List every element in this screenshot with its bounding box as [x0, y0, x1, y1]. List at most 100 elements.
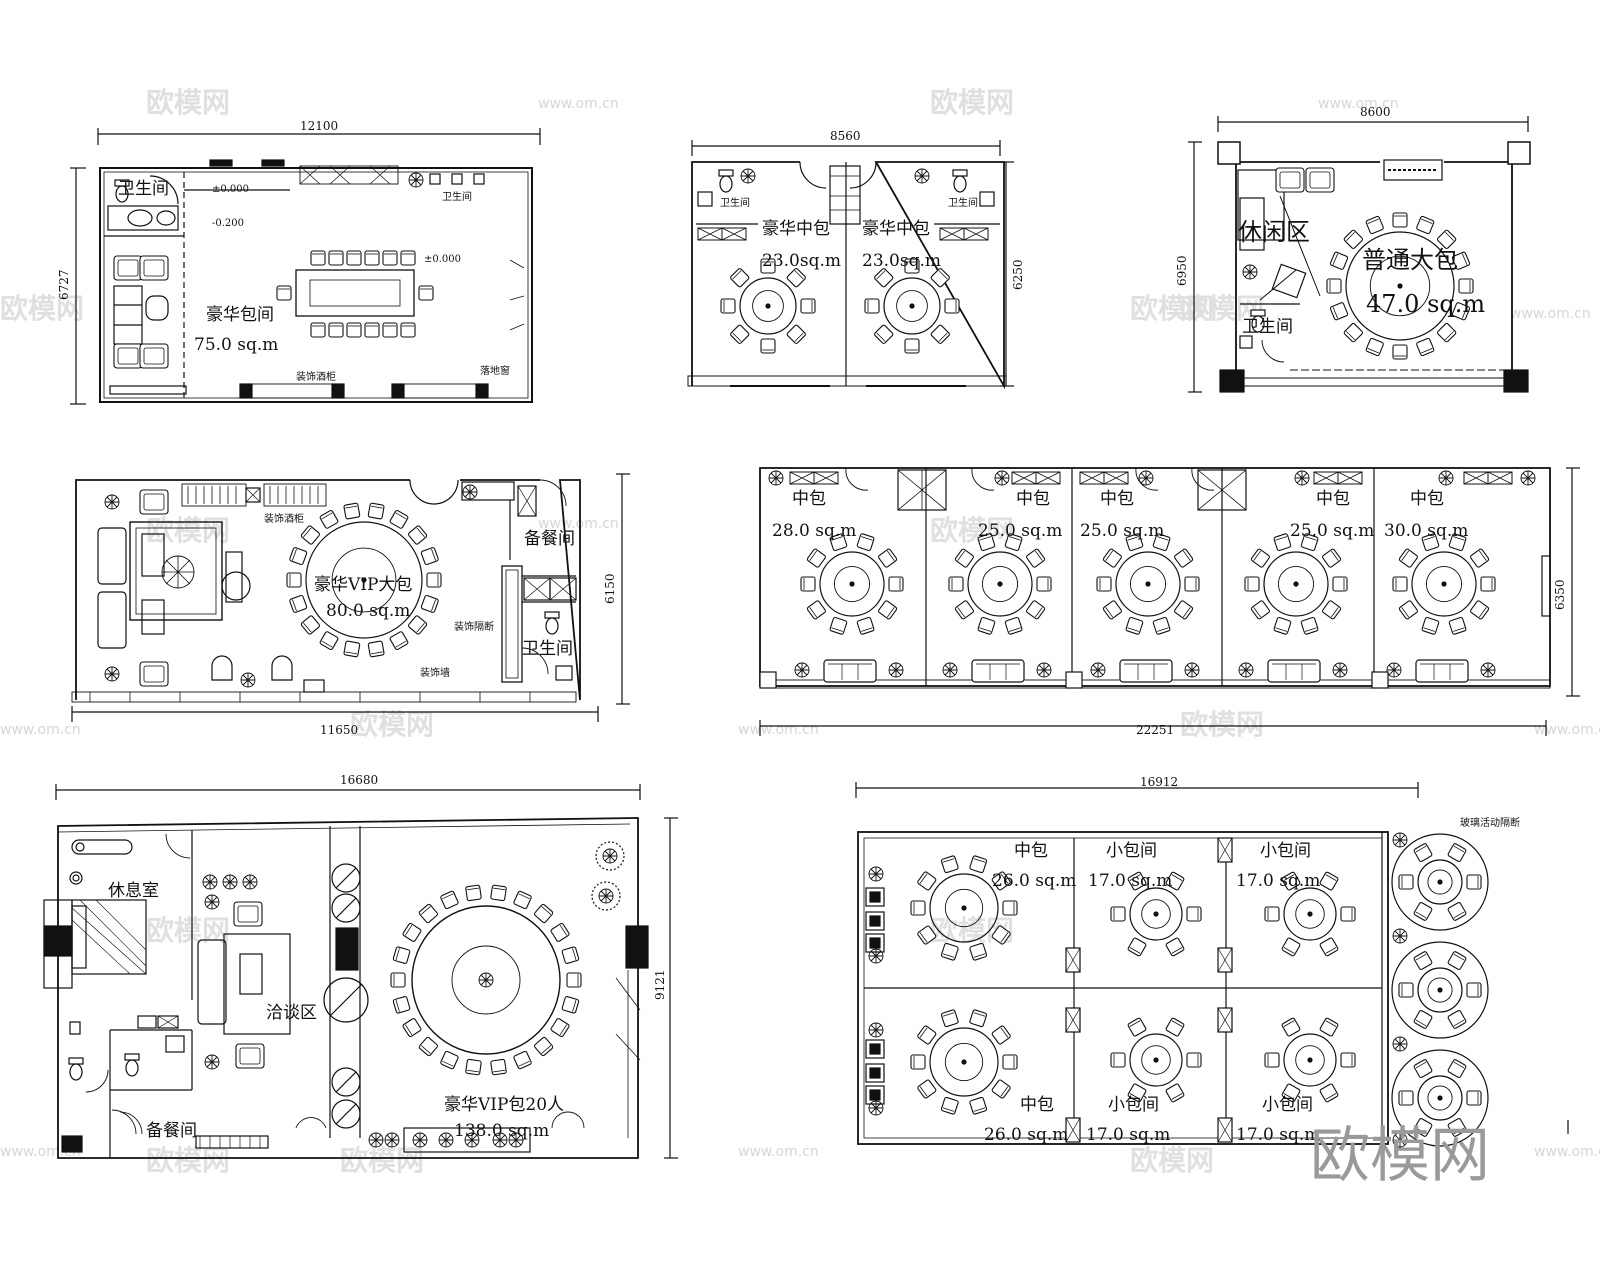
p5-dim-bottom: 22251: [1136, 723, 1174, 737]
watermark-url: www.om.cn: [1318, 96, 1399, 112]
p2-room-b-area: 23.0sq.m: [862, 251, 941, 271]
watermark-brand: 欧模网: [350, 708, 434, 741]
round-table-10: [1244, 532, 1348, 636]
p6-meeting: 洽谈区: [266, 1003, 317, 1023]
p4-restroom: 卫生间: [522, 639, 573, 659]
cabinet: [789, 471, 815, 485]
plan-regular-large-room-labels: 8600 6950 休闲区 普通大包 47.0 sq.m 卫生间: [1175, 105, 1485, 337]
p4-wall: 装饰墙: [420, 666, 450, 679]
p2-dim-top: 8560: [830, 129, 861, 143]
watermark-brand: 欧模网: [146, 514, 230, 547]
plan-two-medium-rooms: [687, 140, 1014, 390]
dining-chair: [400, 322, 416, 338]
p2-room-a-area: 23.0sq.m: [762, 251, 841, 271]
p7-r1-name: 中包: [1014, 841, 1048, 861]
watermark-brand: 欧模网: [146, 86, 230, 119]
booth-table-6: [1398, 950, 1482, 1030]
plan-luxury-vip-20-labels: 16680 9121 休息室 洽谈区 豪华VIP包20人 138.0 sq.m …: [108, 773, 667, 1141]
cabinet: [1011, 471, 1037, 485]
round-table-6: [1264, 1016, 1356, 1104]
watermark-brand: 欧模网: [1180, 708, 1264, 741]
p7-glass-partition: 玻璃活动隔断: [1460, 816, 1520, 829]
round-table-6: [1110, 870, 1202, 958]
plan-five-medium-rooms: [759, 467, 1580, 736]
watermark-url: www.om.cn: [738, 1144, 819, 1160]
cabinet: [1463, 471, 1489, 485]
corner-logo: 欧模网: [1310, 1121, 1490, 1191]
watermark-url: www.om.cn: [738, 722, 819, 738]
p6-dim-top: 16680: [340, 773, 378, 787]
p5-room4-name: 中包: [1316, 489, 1350, 509]
dining-chair: [346, 250, 362, 266]
watermark-brand: 欧模网: [146, 914, 230, 947]
p3-room-name: 普通大包: [1362, 246, 1458, 274]
plant-icon: [868, 1022, 884, 1038]
dining-chair: [346, 322, 362, 338]
plan-luxury-room-75: [70, 128, 541, 405]
round-table-6: [1264, 870, 1356, 958]
plant-icon: [888, 662, 904, 678]
p6-pantry: 备餐间: [146, 1121, 197, 1141]
cabinet: [1487, 471, 1513, 485]
plant-icon: [1138, 470, 1154, 486]
plant-icon: [1480, 662, 1496, 678]
watermark-url: www.om.cn: [538, 516, 619, 532]
watermark-brand: 欧模网: [930, 514, 1014, 547]
watermark-brand: 欧模网: [0, 292, 84, 325]
plant-icon: [1392, 1036, 1408, 1052]
round-table-10: [1392, 532, 1496, 636]
plant-icon: [1238, 662, 1254, 678]
p7-r3-area: 17.0 sq.m: [1236, 871, 1320, 891]
cabinet: [1079, 471, 1105, 485]
watermark-brand: 欧模网: [1130, 1144, 1214, 1177]
p3-dim-top: 8600: [1360, 105, 1391, 119]
dining-chair: [310, 322, 326, 338]
dining-chair: [382, 250, 398, 266]
p2-room-b-name: 豪华中包: [862, 218, 930, 239]
p1-cabinet: 装饰酒柜: [296, 370, 336, 383]
plant-icon: [1438, 470, 1454, 486]
p1-restroom-note: 卫生间: [442, 190, 472, 203]
plant-icon: [1520, 470, 1536, 486]
booth-table-6: [1398, 842, 1482, 922]
p5-room2-name: 中包: [1016, 489, 1050, 509]
dining-chair: [310, 250, 326, 266]
watermark-url: www.om.cn: [538, 96, 619, 112]
cabinet: [1103, 471, 1129, 485]
cabinet: [1337, 471, 1363, 485]
p3-dim-side: 6950: [1175, 255, 1189, 286]
plant-icon: [768, 470, 784, 486]
booth-table-6: [1398, 1058, 1482, 1138]
plant-icon: [868, 1100, 884, 1116]
plan-luxury-room-75-labels: 12100 6727 卫生间 豪华包间 75.0 sq.m 装饰酒柜 卫生间 落…: [57, 119, 510, 383]
round-table-10: [1096, 532, 1200, 636]
p2-restroom-b: 卫生间: [948, 196, 978, 209]
p4-cabinet: 装饰酒柜: [264, 512, 304, 525]
p7-r2-name: 小包间: [1106, 841, 1157, 861]
p7-dim-top: 16912: [1140, 775, 1178, 789]
centerpiece-icon: [478, 972, 494, 988]
p3-lounge: 休闲区: [1238, 218, 1310, 246]
watermark-url: www.om.cn: [0, 1144, 81, 1160]
p7-r1-area: 26.0 sq.m: [992, 871, 1076, 891]
plan-luxury-vip-20: [43, 784, 678, 1159]
plan-vip-large-room-80-labels: 11650 6150 装饰酒柜 备餐间 豪华VIP大包 80.0 sq.m 装饰…: [264, 512, 617, 737]
plant-icon: [868, 866, 884, 882]
p2-room-a-name: 豪华中包: [762, 218, 830, 239]
plant-icon: [1036, 662, 1052, 678]
watermark-brand: 欧模网: [146, 1144, 230, 1177]
p5-room5-area: 30.0 sq.m: [1384, 521, 1468, 541]
round-table-10: [910, 1008, 1018, 1116]
p6-lounge: 休息室: [108, 881, 159, 901]
watermark-url: www.om.cn: [1510, 306, 1591, 322]
p4-room-name: 豪华VIP大包: [314, 574, 412, 595]
p5-room5-name: 中包: [1410, 489, 1444, 509]
dining-chair: [328, 322, 344, 338]
p1-level-c: ±0.000: [424, 254, 461, 265]
plant-icon: [1294, 470, 1310, 486]
dining-chair: [276, 285, 292, 301]
p7-r2-area: 17.0 sq.m: [1088, 871, 1172, 891]
plan-two-medium-rooms-labels: 8560 6250 豪华中包 23.0sq.m 豪华中包 23.0sq.m 卫生…: [720, 129, 1025, 290]
plant-icon: [1332, 662, 1348, 678]
watermark-brand: 欧模网: [340, 1144, 424, 1177]
